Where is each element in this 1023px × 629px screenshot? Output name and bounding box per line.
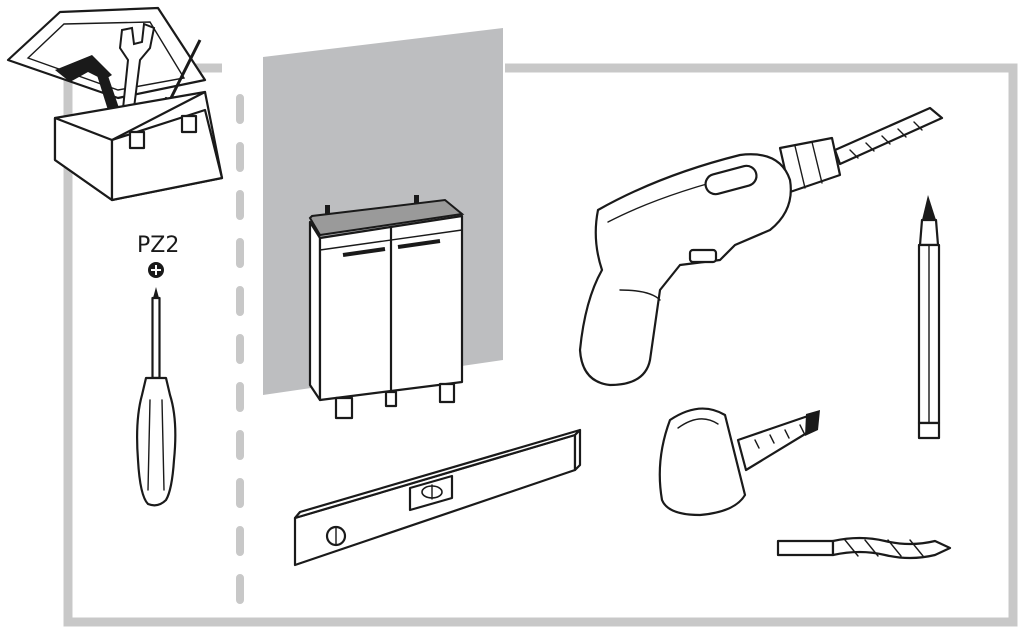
toolbox-icon [6, 6, 224, 202]
phillips-head-symbol-icon [148, 262, 164, 278]
pencil-icon [917, 195, 941, 440]
drill-bit-icon [776, 536, 952, 560]
power-drill-icon [578, 106, 944, 387]
phillips-screwdriver-icon [136, 287, 177, 507]
phillips-screwdriver: PZ2 [136, 233, 179, 507]
tape-measure-icon [658, 407, 820, 517]
spirit-level-icon [293, 428, 582, 567]
screwdriver-size-label: PZ2 [137, 233, 179, 258]
wall-cabinet-icon [308, 195, 465, 420]
